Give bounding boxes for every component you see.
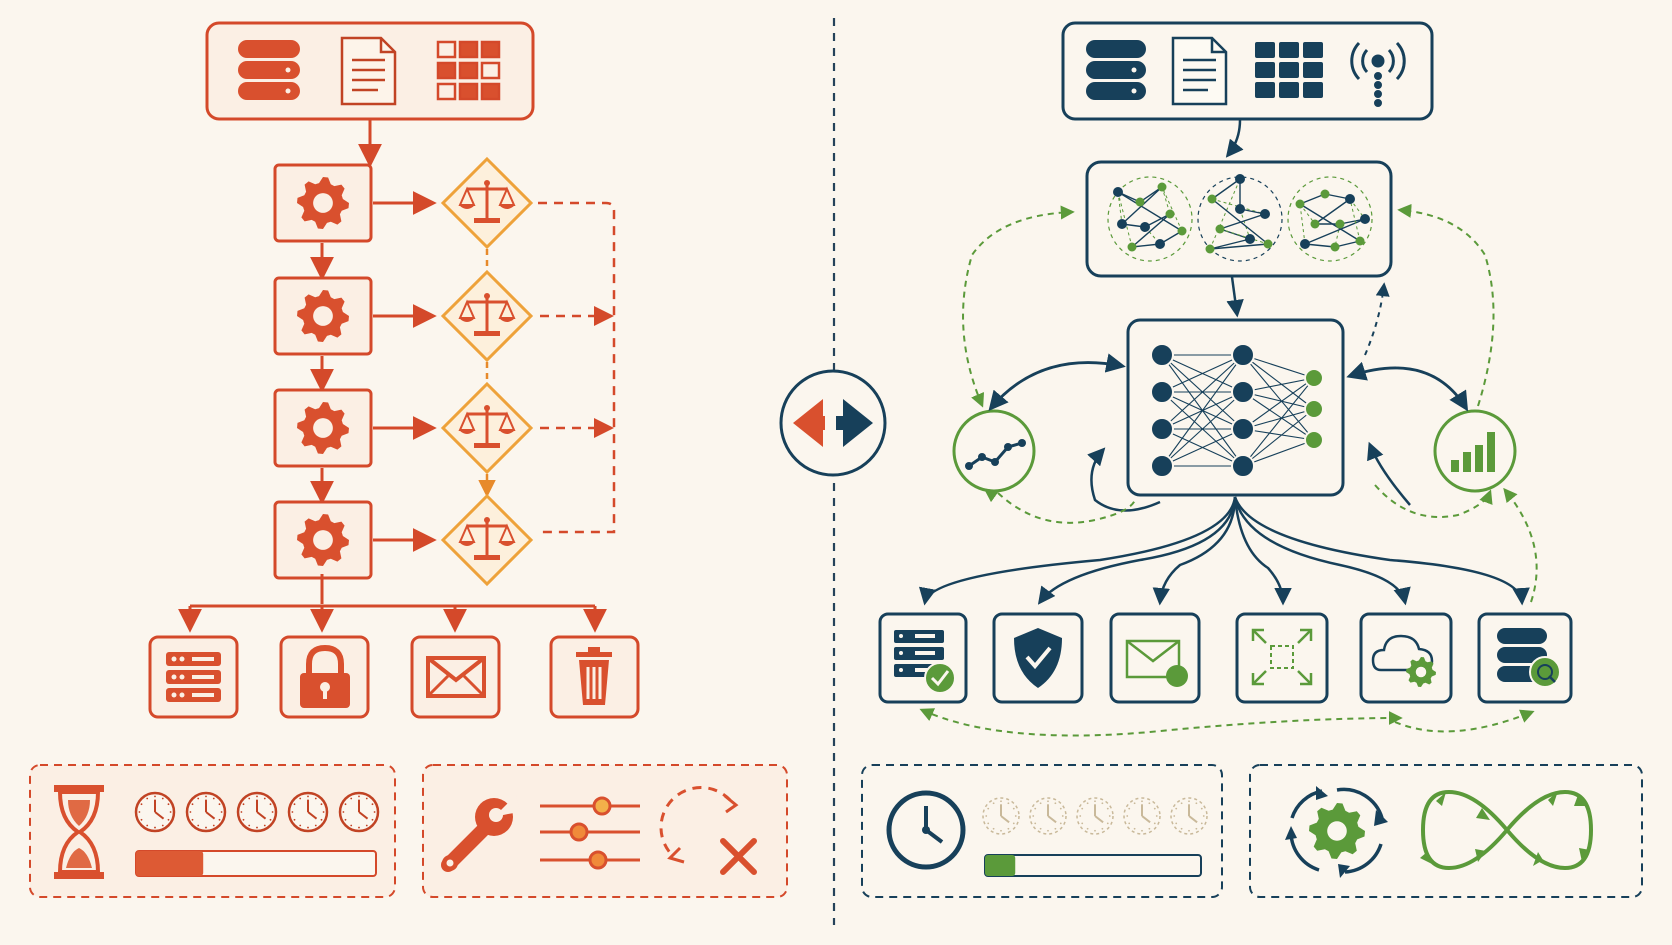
document-icon <box>1171 36 1228 106</box>
nn-node <box>1150 380 1174 404</box>
shield-check-icon <box>992 612 1084 704</box>
modern-time-panel <box>861 764 1223 898</box>
trash-icon <box>549 635 640 719</box>
modern-pipeline <box>861 21 1643 898</box>
bidirectional-arrow-icon <box>779 369 887 477</box>
clock-icon <box>338 791 380 833</box>
legacy-output-distribution <box>178 574 607 633</box>
legacy-pipeline <box>29 21 788 898</box>
clock-faded-icon <box>1170 797 1208 835</box>
bar-chart-icon <box>1433 409 1517 493</box>
knowledge-graph-icon <box>1085 160 1393 278</box>
scale-icon <box>440 381 534 475</box>
line-trend-icon <box>952 409 1036 493</box>
infinity-loop-icon <box>1420 789 1594 871</box>
modern-clock-row <box>982 797 1208 835</box>
modern-loop-panel <box>1249 764 1643 898</box>
gear-cycle-icon <box>1285 786 1388 878</box>
nn-node <box>1304 368 1324 388</box>
clock-faded-icon <box>982 797 1020 835</box>
modern-sources-box <box>1061 21 1434 121</box>
nn-node <box>1231 417 1255 441</box>
clock-icon <box>236 791 278 833</box>
legacy-tuning-panel <box>422 764 788 898</box>
clock-icon <box>134 791 176 833</box>
legacy-progress-bar <box>135 850 377 877</box>
nn-node <box>1150 417 1174 441</box>
nn-node <box>1304 399 1324 419</box>
server-check-icon <box>878 612 968 704</box>
clock-faded-icon <box>1123 797 1161 835</box>
scale-icon <box>440 156 534 250</box>
legacy-time-panel <box>29 764 396 898</box>
expand-icon <box>1235 612 1329 704</box>
mail-dot-icon <box>1109 612 1201 704</box>
nn-node <box>1304 430 1324 450</box>
antenna-icon <box>1350 41 1406 107</box>
neural-network-icon <box>1126 318 1345 497</box>
legacy-process-stage <box>273 163 373 243</box>
grid-icon <box>1255 42 1323 98</box>
grid-icon <box>436 40 501 101</box>
graph-cluster <box>1287 176 1373 262</box>
lock-icon <box>279 635 370 719</box>
legacy-stage-column <box>273 156 534 587</box>
clock-icon <box>287 791 329 833</box>
hourglass-icon <box>54 785 104 879</box>
cloud-gear-icon <box>1359 612 1453 704</box>
legacy-process-stage <box>273 276 373 356</box>
nn-node <box>1150 454 1174 478</box>
nn-node <box>1231 380 1255 404</box>
refresh-cancel-icon <box>659 786 757 875</box>
clock-faded-icon <box>1076 797 1114 835</box>
legacy-process-stage <box>273 500 373 580</box>
graph-cluster <box>1107 176 1193 262</box>
legacy-sources-box <box>205 21 535 121</box>
legacy-process-stage <box>273 388 373 468</box>
sliders-icon <box>540 796 640 870</box>
scale-icon <box>440 493 534 587</box>
nn-node <box>1150 343 1174 367</box>
document-icon <box>340 36 397 106</box>
database-icon <box>238 40 300 100</box>
legacy-clock-row <box>134 791 380 833</box>
mail-icon <box>410 635 501 719</box>
scale-icon <box>440 269 534 363</box>
server-icon <box>148 635 239 719</box>
clock-icon <box>886 790 966 870</box>
nn-node <box>1231 343 1255 367</box>
clock-faded-icon <box>1029 797 1067 835</box>
clock-icon <box>185 791 227 833</box>
database-icon <box>1086 40 1146 100</box>
modern-progress-bar <box>984 854 1202 877</box>
legacy-feedback-bus <box>538 201 616 534</box>
database-gear-icon <box>1477 612 1573 704</box>
graph-cluster <box>1197 174 1283 262</box>
nn-node <box>1231 454 1255 478</box>
wrench-icon <box>441 795 520 872</box>
